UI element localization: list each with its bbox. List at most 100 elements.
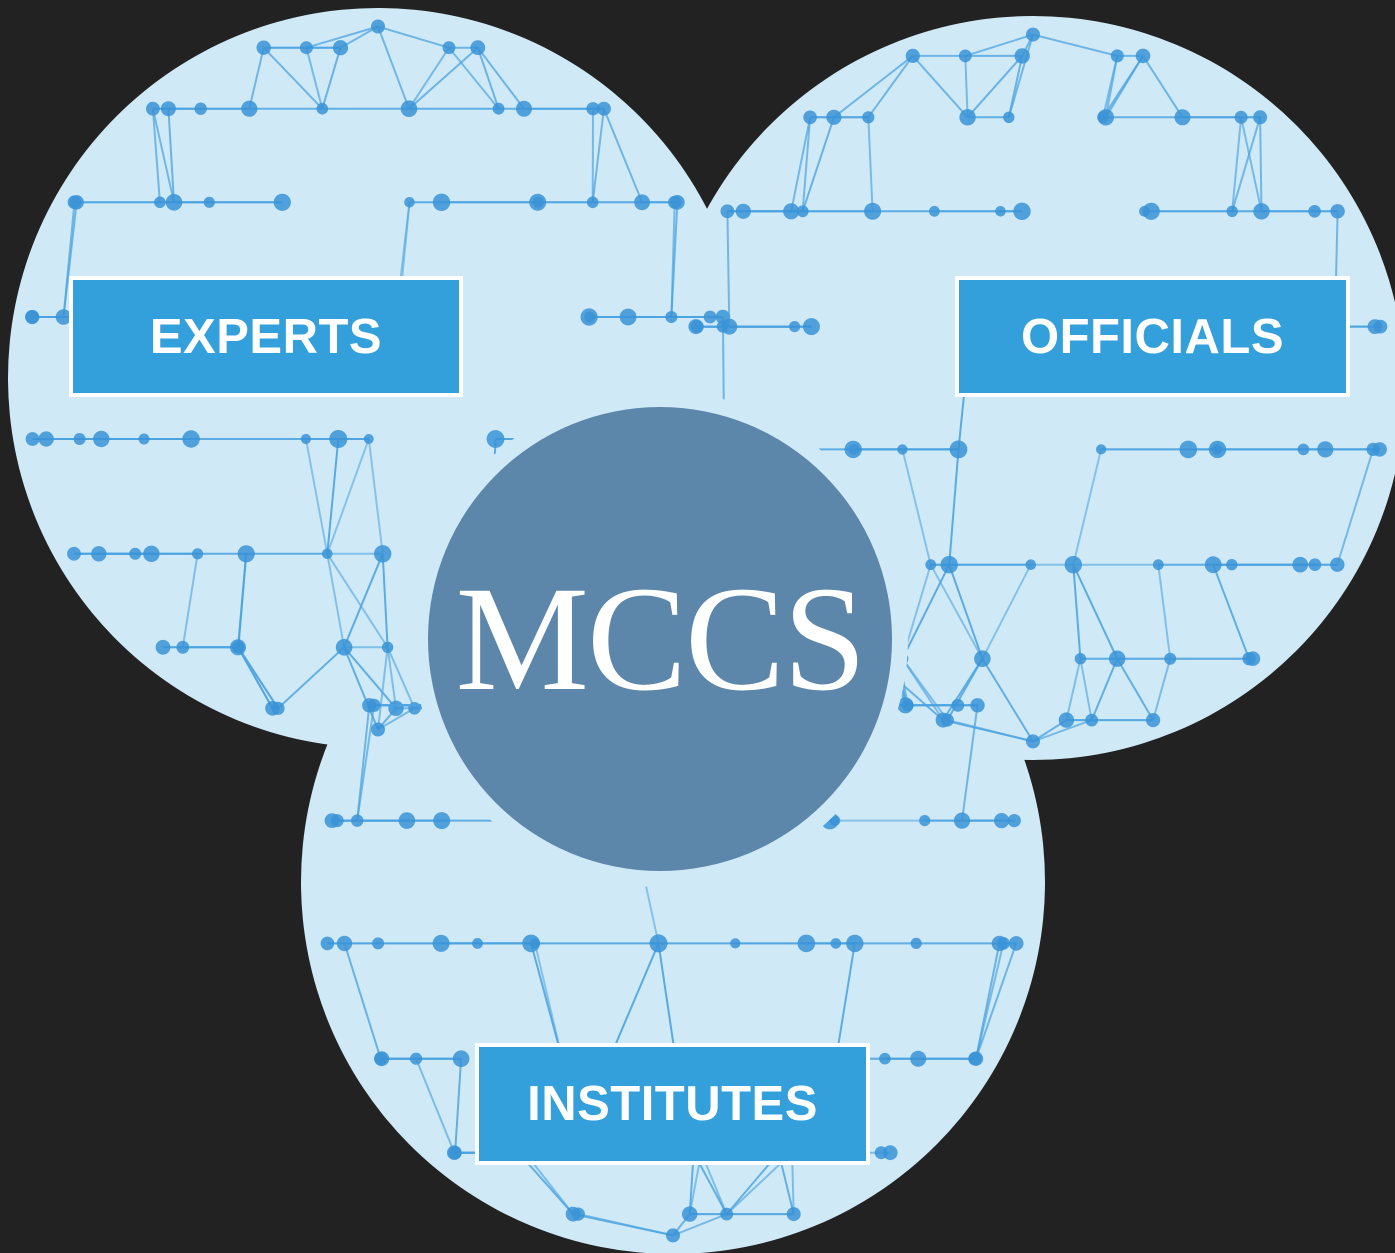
network-node xyxy=(1152,559,1164,571)
network-edge xyxy=(1240,117,1263,212)
network-edge xyxy=(62,202,76,318)
network-node xyxy=(720,1207,734,1221)
network-node xyxy=(273,193,291,211)
network-node xyxy=(67,195,82,210)
network-node xyxy=(67,546,81,561)
network-node xyxy=(1026,734,1040,749)
network-node xyxy=(1330,204,1345,219)
network-node xyxy=(783,203,800,220)
network-node xyxy=(666,1228,680,1243)
network-node xyxy=(670,195,685,210)
officials-label: OFFICIALS xyxy=(1020,309,1285,364)
network-node xyxy=(404,197,415,208)
network-node xyxy=(1135,48,1151,64)
network-node xyxy=(949,440,968,459)
network-node xyxy=(472,938,483,949)
network-node xyxy=(1008,936,1024,951)
network-edge xyxy=(343,646,397,709)
network-node xyxy=(882,1145,898,1161)
network-node xyxy=(486,430,505,448)
network-edge xyxy=(326,553,389,648)
network-node xyxy=(381,641,394,653)
network-edge xyxy=(248,47,265,109)
network-edge xyxy=(1336,449,1375,565)
network-node xyxy=(919,815,931,827)
mccs-logo-text: MCCS xyxy=(455,556,867,722)
network-node xyxy=(1013,202,1031,220)
network-node xyxy=(796,205,809,218)
network-node xyxy=(332,40,349,56)
network-node xyxy=(586,196,599,209)
network-edge xyxy=(321,47,342,109)
network-edge xyxy=(602,108,644,203)
network-edge xyxy=(326,438,370,555)
officials-label-box: OFFICIALS xyxy=(955,276,1350,397)
network-node xyxy=(1003,111,1015,124)
network-node xyxy=(367,698,381,712)
network-node xyxy=(830,938,842,949)
network-node xyxy=(1372,442,1387,457)
network-edge xyxy=(833,55,914,119)
network-edge xyxy=(948,564,984,660)
network-edge xyxy=(975,943,1001,1059)
network-node xyxy=(271,701,285,715)
network-node xyxy=(786,1207,801,1222)
network-node xyxy=(619,308,637,326)
network-node xyxy=(716,320,729,333)
network-node xyxy=(25,310,39,324)
network-node xyxy=(160,101,176,117)
network-edge xyxy=(1142,55,1184,118)
network-node xyxy=(25,432,40,446)
network-edge xyxy=(306,25,379,49)
network-edge xyxy=(901,658,949,721)
network-edge xyxy=(608,943,660,1060)
network-edge xyxy=(867,55,914,118)
network-edge xyxy=(1212,564,1250,660)
network-edge xyxy=(1072,449,1103,565)
network-node xyxy=(1367,319,1383,334)
network-node xyxy=(1109,650,1126,667)
network-node xyxy=(1110,49,1124,63)
network-edge xyxy=(326,438,340,554)
network-edge xyxy=(981,564,1032,660)
network-node xyxy=(182,430,200,448)
network-node xyxy=(1064,556,1083,574)
network-node xyxy=(703,310,717,324)
network-edge xyxy=(377,647,389,730)
network-node xyxy=(864,202,882,220)
network-node xyxy=(192,548,204,560)
network-node xyxy=(73,433,86,445)
network-node xyxy=(735,203,751,219)
network-node xyxy=(400,100,418,117)
network-edge xyxy=(1102,55,1119,118)
network-edge xyxy=(1065,658,1082,721)
network-node xyxy=(803,110,817,125)
network-node xyxy=(958,49,972,63)
network-node xyxy=(432,193,451,211)
network-node xyxy=(910,1050,927,1067)
network-edge xyxy=(343,553,384,648)
network-node xyxy=(129,547,142,560)
network-node xyxy=(1097,111,1109,124)
network-edge xyxy=(1079,658,1093,721)
network-node xyxy=(970,698,985,713)
network-edge xyxy=(367,438,384,554)
network-node xyxy=(571,1207,585,1221)
network-node xyxy=(959,109,976,126)
network-node xyxy=(448,1146,462,1160)
network-edge xyxy=(1152,658,1172,721)
network-node xyxy=(55,309,72,325)
network-edge xyxy=(534,943,564,1059)
network-edge xyxy=(304,438,329,554)
network-edge xyxy=(377,25,450,49)
network-node xyxy=(1292,556,1308,573)
network-node xyxy=(720,204,735,219)
network-node xyxy=(1139,205,1150,217)
network-node xyxy=(374,1052,388,1066)
network-node xyxy=(1253,203,1270,220)
network-edge xyxy=(277,646,345,710)
network-node xyxy=(516,100,532,117)
network-node xyxy=(1096,444,1107,455)
network-node xyxy=(1007,814,1021,828)
